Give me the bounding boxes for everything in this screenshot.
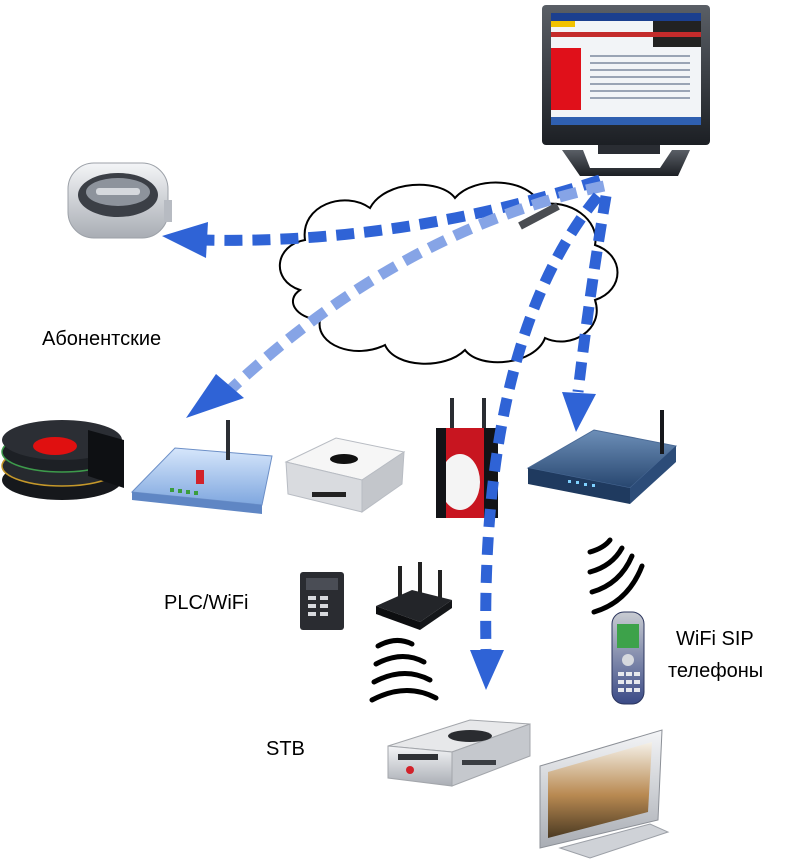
arrow-to-stb (480, 192, 603, 651)
arrow-head-navy-modem (562, 392, 596, 432)
arrow-head-stb (470, 650, 504, 690)
stacked-black-device (1, 420, 124, 500)
arrow-head-camera (162, 222, 208, 258)
wifi-waves-left (369, 638, 439, 703)
wifi-waves-right (587, 537, 645, 615)
label-stb: STB (266, 738, 305, 760)
label-plc-wifi: PLC/WiFi (164, 592, 249, 614)
tv-monitor (539, 729, 670, 859)
red-wifi-router (436, 398, 498, 518)
internet-cloud (279, 181, 619, 365)
ip-camera-device (67, 162, 172, 239)
connection-cable-gray (518, 202, 560, 230)
navy-wifi-modem (526, 410, 678, 504)
arrow-to-navy-modem (572, 195, 612, 393)
black-wifi-access-point (376, 562, 452, 630)
plc-adapter (300, 572, 344, 630)
management-monitor (542, 5, 710, 176)
wifi-sip-phone (611, 611, 645, 705)
set-top-box (387, 719, 531, 787)
blue-adsl-modem (130, 420, 273, 514)
arrow-to-blue-modem (226, 180, 606, 395)
label-subscriber: Абонентские (42, 328, 162, 350)
label-wifi-sip-line1: WiFi SIP (676, 628, 754, 650)
label-wifi-sip-line2: телефоны (668, 660, 764, 682)
white-gateway-box (284, 437, 406, 513)
arrow-head-blue-modem (186, 374, 244, 418)
